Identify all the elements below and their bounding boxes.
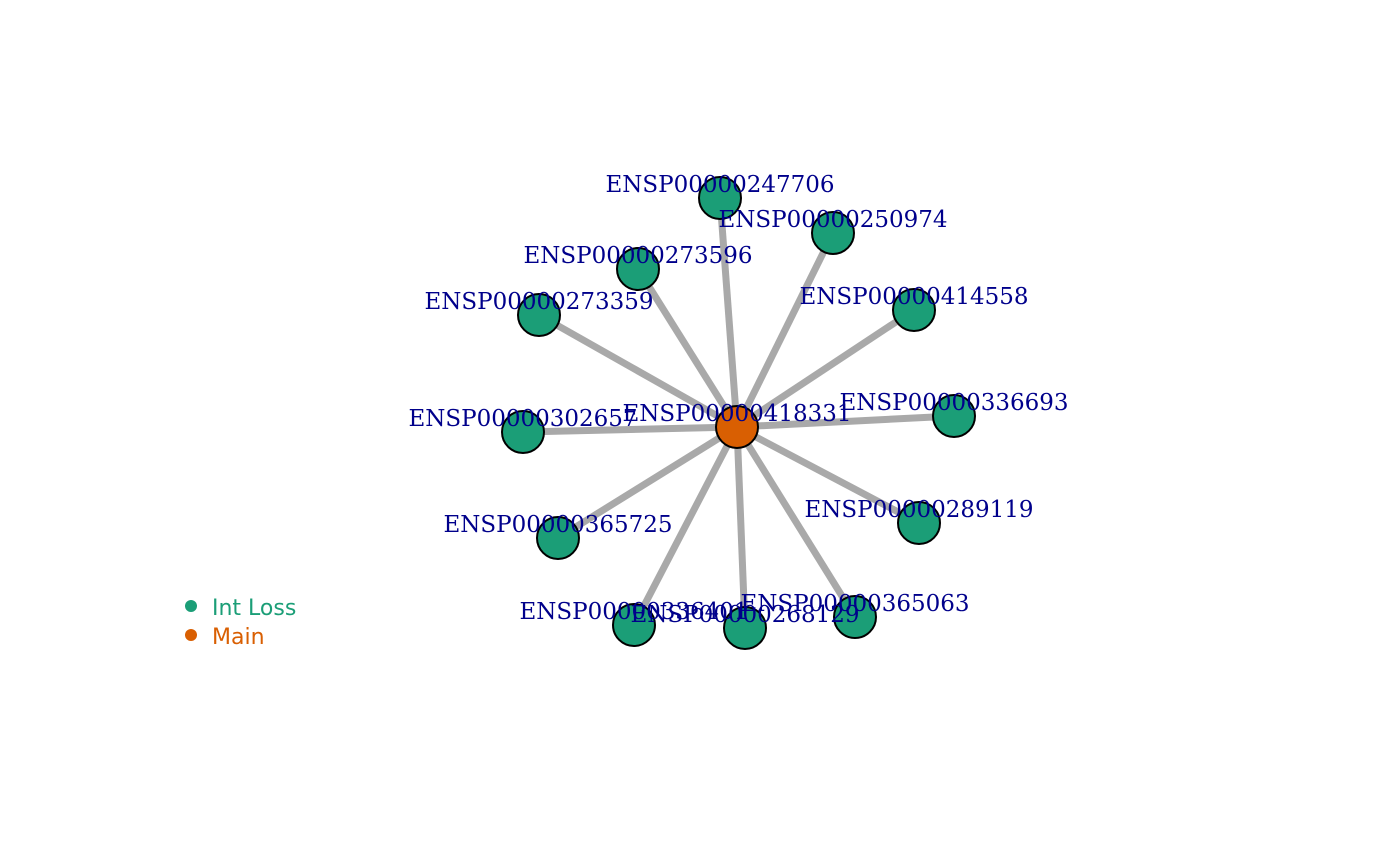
node-ENSP00000336401[interactable] xyxy=(612,603,656,647)
edge-ENSP00000414558 xyxy=(735,307,916,430)
node-label-ENSP00000250974: ENSP00000250974 xyxy=(718,207,947,233)
node-ENSP00000365063[interactable] xyxy=(833,595,877,639)
node-ENSP00000289119[interactable] xyxy=(897,501,941,545)
edge-ENSP00000273359 xyxy=(537,311,739,431)
edge-ENSP00000336693 xyxy=(736,412,955,431)
legend-marker-int-loss xyxy=(185,600,197,612)
node-label-ENSP00000302657: ENSP00000302657 xyxy=(408,406,637,432)
edge-ENSP00000302657 xyxy=(522,423,738,436)
legend-label-main: Main xyxy=(212,625,265,650)
node-label-ENSP00000268129: ENSP00000268129 xyxy=(630,602,859,628)
node-label-ENSP00000418331: ENSP00000418331 xyxy=(622,401,851,427)
network-edges xyxy=(522,197,955,629)
node-label-ENSP00000273596: ENSP00000273596 xyxy=(523,243,752,269)
node-ENSP00000336693[interactable] xyxy=(932,394,976,438)
legend-label-int-loss: Int Loss xyxy=(212,596,296,621)
node-label-ENSP00000273359: ENSP00000273359 xyxy=(424,289,653,315)
node-label-ENSP00000247706: ENSP00000247706 xyxy=(605,172,834,198)
node-ENSP00000418331[interactable] xyxy=(715,405,759,449)
node-label-ENSP00000365063: ENSP00000365063 xyxy=(740,591,969,617)
node-ENSP00000250974[interactable] xyxy=(811,211,855,255)
edge-ENSP00000247706 xyxy=(716,197,741,428)
legend-marker-main xyxy=(185,629,197,641)
node-ENSP00000414558[interactable] xyxy=(892,288,936,332)
node-ENSP00000302657[interactable] xyxy=(501,410,545,454)
node-label-ENSP00000336401: ENSP00000336401 xyxy=(519,599,748,625)
edge-ENSP00000250974 xyxy=(733,231,837,429)
node-label-ENSP00000289119: ENSP00000289119 xyxy=(804,497,1033,523)
edge-ENSP00000365063 xyxy=(734,425,858,619)
node-ENSP00000365725[interactable] xyxy=(536,516,580,560)
edge-ENSP00000273596 xyxy=(635,267,740,429)
node-ENSP00000247706[interactable] xyxy=(698,176,742,220)
edge-ENSP00000268129 xyxy=(733,426,749,629)
edge-ENSP00000336401 xyxy=(630,425,741,627)
node-labels: ENSP00000247706ENSP00000250974ENSP000002… xyxy=(408,172,1068,628)
node-ENSP00000273596[interactable] xyxy=(616,247,660,291)
edge-ENSP00000365725 xyxy=(556,424,739,541)
node-ENSP00000268129[interactable] xyxy=(723,606,767,650)
node-label-ENSP00000414558: ENSP00000414558 xyxy=(799,284,1028,310)
node-label-ENSP00000336693: ENSP00000336693 xyxy=(839,390,1068,416)
node-label-ENSP00000365725: ENSP00000365725 xyxy=(443,512,672,538)
edge-ENSP00000289119 xyxy=(735,423,921,527)
node-ENSP00000273359[interactable] xyxy=(517,293,561,337)
network-nodes xyxy=(501,176,976,650)
